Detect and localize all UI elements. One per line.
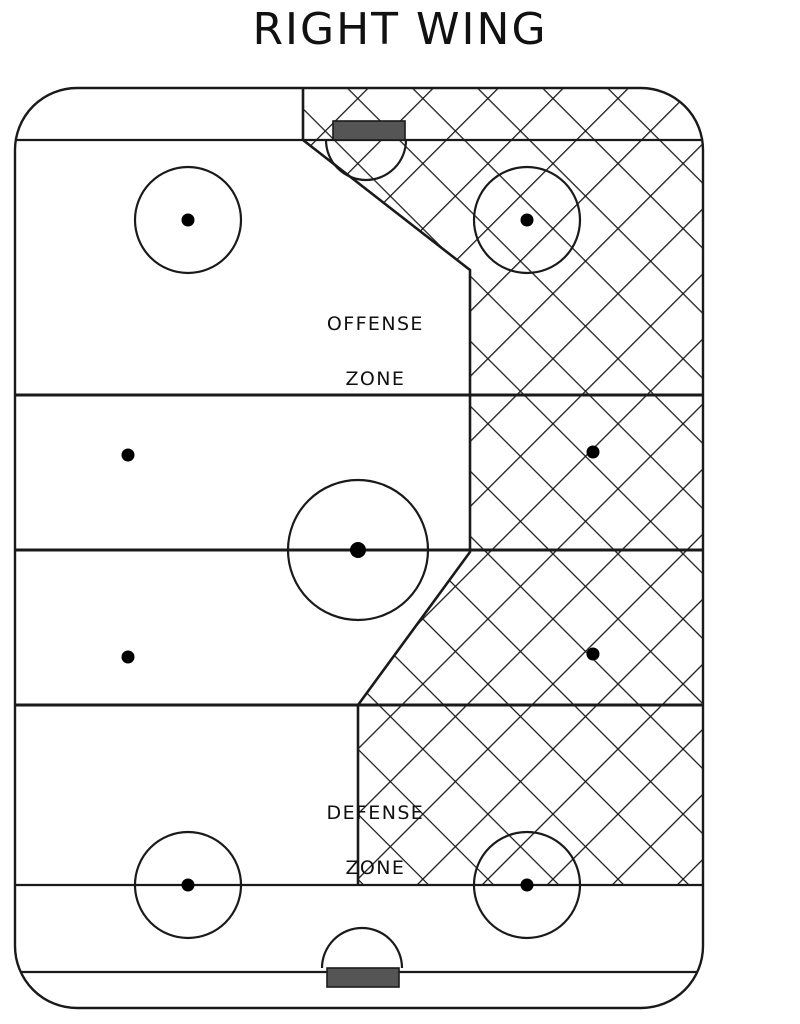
defense-zone-label: DEFENSE ZONE xyxy=(253,772,468,910)
right-wing-coverage-area xyxy=(303,88,703,885)
defensive-right-circle xyxy=(472,830,582,940)
bottom-crease-arc xyxy=(320,926,404,968)
offense-zone-label-line1: OFFENSE xyxy=(326,312,424,335)
defense-zone-label-line2: ZONE xyxy=(345,856,406,879)
top-crease-arc xyxy=(324,140,408,182)
offense-zone-label-line2: ZONE xyxy=(345,367,406,390)
offense-zone-label: OFFENSE ZONE xyxy=(253,283,468,421)
defensive-right-dot xyxy=(520,878,534,892)
neutral-lower-left-dot xyxy=(121,650,135,664)
center-ice-dot xyxy=(350,542,366,558)
neutral-upper-right-dot xyxy=(586,445,600,459)
rink-boards xyxy=(13,86,705,1010)
top-goal xyxy=(332,120,406,141)
goals xyxy=(326,120,406,988)
neutral-lower-right-dot xyxy=(586,647,600,661)
offensive-left-dot xyxy=(181,213,195,227)
offensive-left-circle xyxy=(133,165,243,275)
offensive-right-dot xyxy=(520,213,534,227)
offensive-right-circle xyxy=(472,165,582,275)
goal-creases xyxy=(320,140,408,968)
center-ice-circle xyxy=(286,478,430,622)
bottom-goal xyxy=(326,967,400,988)
page-title: RIGHT WING xyxy=(252,4,548,55)
coverage-area-boundary xyxy=(301,88,472,885)
defensive-left-circle xyxy=(133,830,243,940)
faceoff-circles xyxy=(133,165,582,940)
neutral-upper-left-dot xyxy=(121,448,135,462)
defense-zone-label-line1: DEFENSE xyxy=(326,801,425,824)
defensive-left-dot xyxy=(181,878,195,892)
faceoff-dots xyxy=(121,213,600,892)
